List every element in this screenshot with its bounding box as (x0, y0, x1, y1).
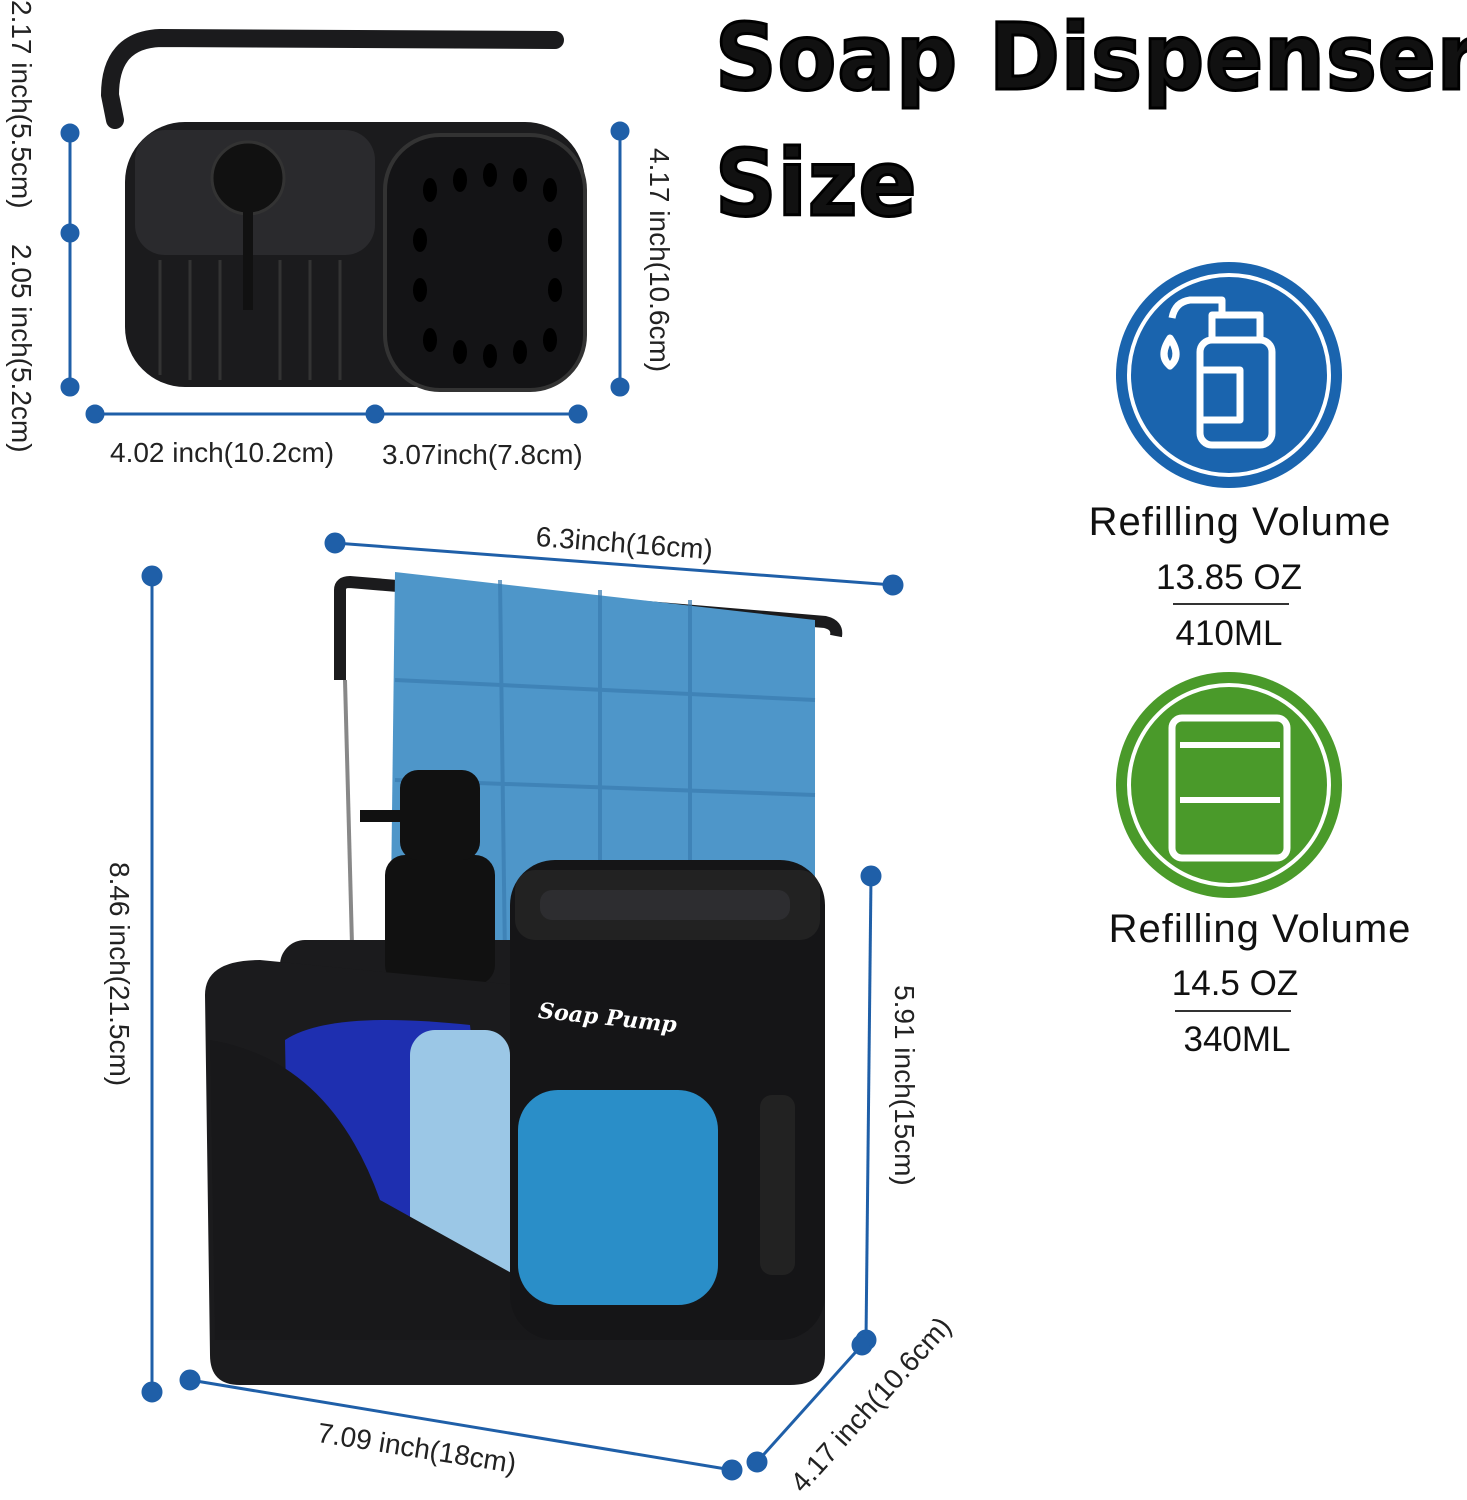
container-icon (1116, 672, 1342, 898)
dim-label-height: 8.46 inch(21.5cm) (104, 862, 135, 1087)
dim-label-bottom-right: 3.07inch(7.8cm) (382, 439, 583, 470)
volume-oz: 13.85 OZ (1156, 558, 1302, 597)
volume-title: Refilling Volume (1108, 907, 1412, 951)
volume-ml: 410ML (1175, 614, 1283, 653)
volume-oz: 14.5 OZ (1171, 964, 1299, 1003)
page-title-line2: Size (714, 130, 918, 237)
divider (1173, 603, 1289, 605)
divider (1175, 1010, 1291, 1012)
dim-label-cup-height: 5.91 inch(15cm) (889, 985, 920, 1186)
volume-title: Refilling Volume (1088, 500, 1392, 544)
dim-label-bottom-left: 4.02 inch(10.2cm) (110, 437, 335, 468)
front-view-product (205, 572, 843, 1385)
soap-bottle-icon (1116, 262, 1342, 488)
volume-ml: 340ML (1183, 1020, 1291, 1059)
dimension-lines (60, 121, 904, 1481)
dim-label-left-lower: 2.05 inch(5.2cm) (6, 244, 37, 453)
top-view-product (100, 28, 587, 392)
page-title: Soap Dispenser (714, 4, 1467, 111)
dim-label-right: 4.17 inch(10.6cm) (644, 148, 675, 373)
dim-label-left-upper: 2.17 inch(5.5cm) (6, 0, 37, 209)
